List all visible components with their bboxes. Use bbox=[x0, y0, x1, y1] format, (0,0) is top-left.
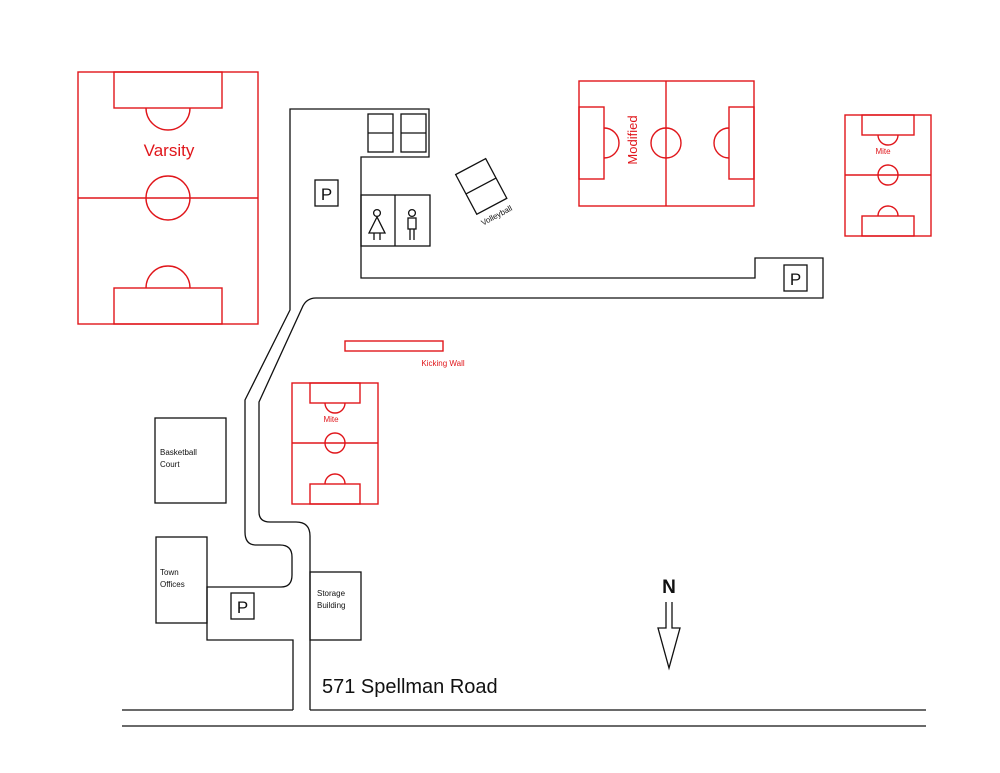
man-restroom-icon bbox=[407, 208, 417, 240]
varsity-field[interactable]: Varsity bbox=[77, 71, 259, 325]
modified-field[interactable]: Modified bbox=[578, 80, 755, 207]
storage-label-line1: Storage bbox=[317, 589, 346, 598]
kicking-wall-label: Kicking Wall bbox=[421, 359, 464, 368]
storage-label-line2: Building bbox=[317, 601, 345, 610]
town-offices-label-line1: Town bbox=[160, 568, 179, 577]
driveway bbox=[206, 108, 824, 710]
town-offices[interactable]: Town Offices bbox=[155, 536, 208, 624]
town-offices-label-line2: Offices bbox=[160, 580, 185, 589]
storage-building[interactable]: Storage Building bbox=[309, 571, 362, 641]
mite-field-center[interactable]: Mite bbox=[291, 382, 379, 505]
volleyball-label: Volleyball bbox=[480, 204, 514, 228]
north-arrow-icon: N bbox=[657, 577, 681, 671]
courts-block bbox=[367, 113, 427, 153]
parking-south-label: P bbox=[237, 598, 248, 617]
volleyball-court[interactable]: Volleyball bbox=[454, 157, 514, 228]
compass-label: N bbox=[662, 577, 676, 598]
woman-restroom-icon bbox=[367, 208, 387, 240]
mite-field-east[interactable]: Mite bbox=[844, 114, 932, 237]
basketball-label-line1: Basketball bbox=[160, 448, 197, 457]
parking-north[interactable]: P bbox=[314, 179, 339, 207]
modified-label: Modified bbox=[625, 115, 640, 164]
basketball-label-line2: Court bbox=[160, 460, 180, 469]
spellman-road: 571 Spellman Road bbox=[122, 676, 926, 727]
kicking-wall[interactable]: Kicking Wall bbox=[344, 340, 465, 368]
mite-center-label: Mite bbox=[323, 415, 339, 424]
road-address-label: 571 Spellman Road bbox=[322, 676, 498, 698]
basketball-court[interactable]: Basketball Court bbox=[154, 417, 227, 504]
parking-east[interactable]: P bbox=[783, 264, 808, 292]
mite-east-label: Mite bbox=[875, 147, 891, 156]
parking-south[interactable]: P bbox=[230, 592, 255, 620]
parking-north-label: P bbox=[321, 185, 332, 204]
varsity-label: Varsity bbox=[144, 141, 195, 160]
parking-east-label: P bbox=[790, 270, 801, 289]
restrooms[interactable] bbox=[360, 194, 431, 247]
